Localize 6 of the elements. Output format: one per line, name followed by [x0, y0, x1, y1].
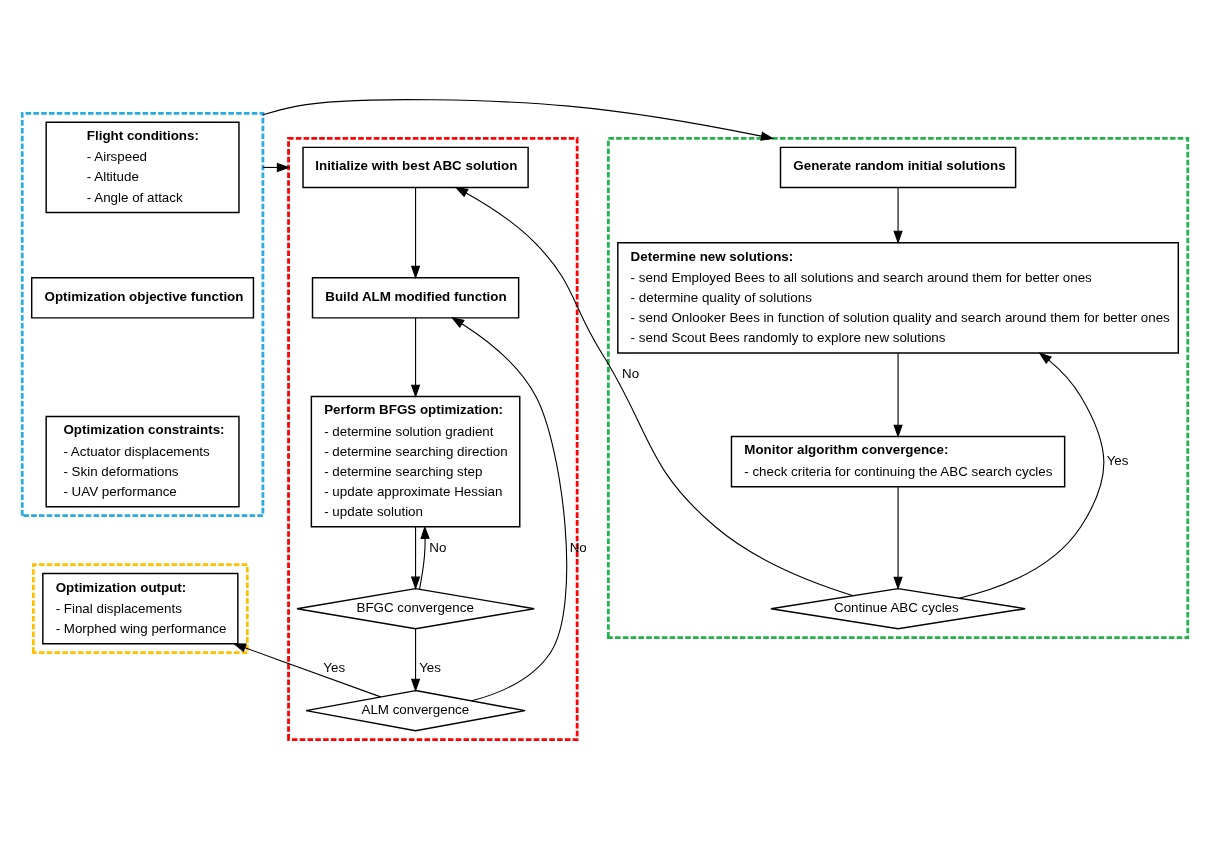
- edge-label: Yes: [1106, 453, 1129, 469]
- edge-label: No: [569, 539, 587, 555]
- edge-label: No: [622, 366, 640, 382]
- edge-label: Yes: [323, 660, 346, 676]
- edge-label: Yes: [419, 660, 441, 676]
- edge-label: No: [429, 539, 447, 555]
